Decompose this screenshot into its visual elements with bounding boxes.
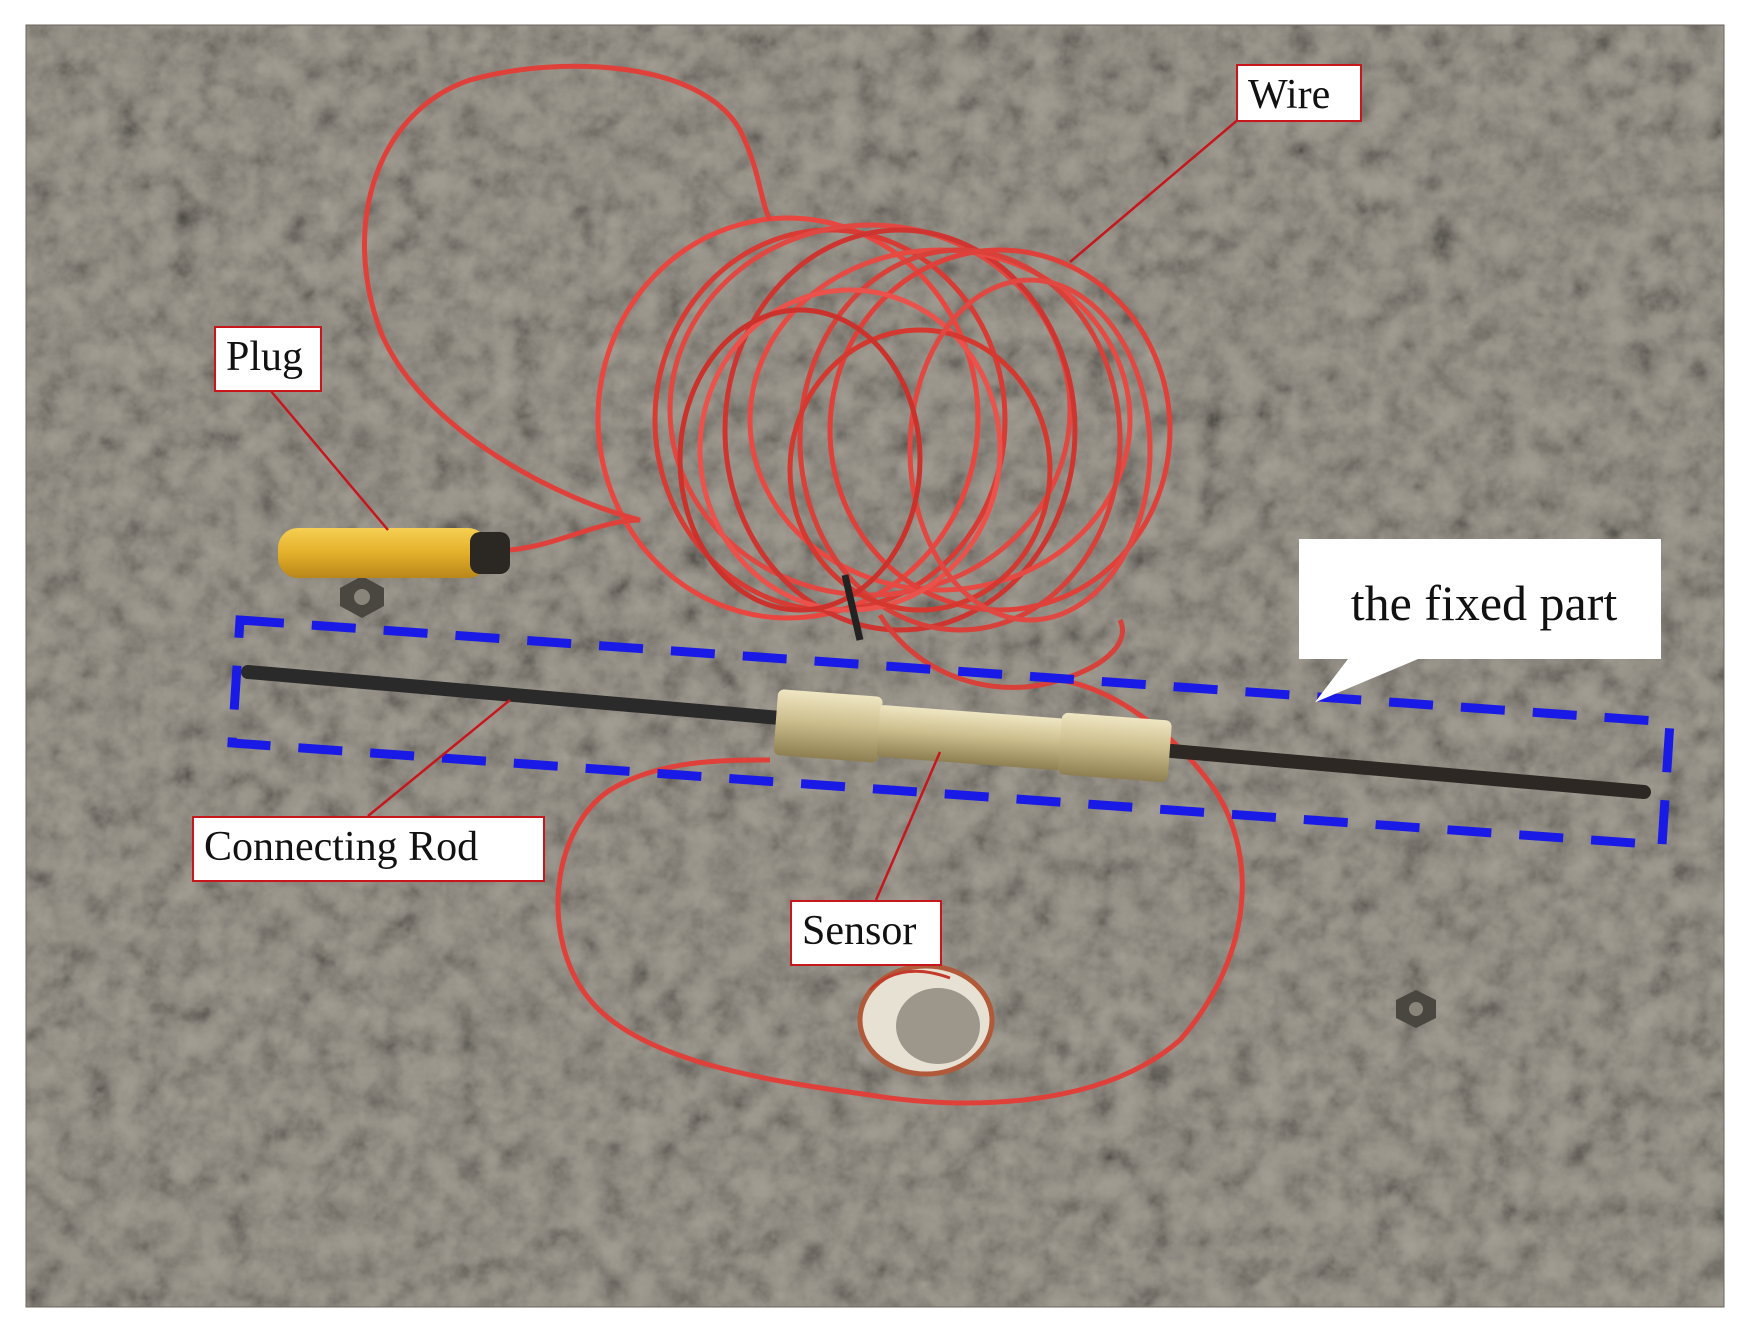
label-wire: Wire xyxy=(1236,64,1362,122)
speech-bubble-icon xyxy=(1299,539,1661,703)
fixed-part-outline xyxy=(227,615,1675,850)
label-fixed-part: the fixed part xyxy=(1350,575,1618,631)
leader-plug xyxy=(269,389,389,531)
leader-rod xyxy=(367,699,511,817)
label-sensor: Sensor xyxy=(790,900,942,966)
sensor-body xyxy=(773,689,1172,783)
leader-sensor xyxy=(874,751,942,901)
label-connecting-rod: Connecting Rod xyxy=(192,816,545,882)
wire-plug-loop xyxy=(361,63,773,553)
connecting-rod xyxy=(241,665,1651,799)
leader-lines xyxy=(269,117,1241,901)
nut-left xyxy=(340,576,384,618)
nut-right xyxy=(1396,990,1436,1028)
leader-wire xyxy=(1069,117,1241,263)
wire-lower-loop xyxy=(555,677,1245,1106)
plug xyxy=(278,528,510,578)
ground-surface xyxy=(26,25,1724,1307)
tape-roll xyxy=(857,963,995,1077)
label-plug: Plug xyxy=(214,326,322,392)
